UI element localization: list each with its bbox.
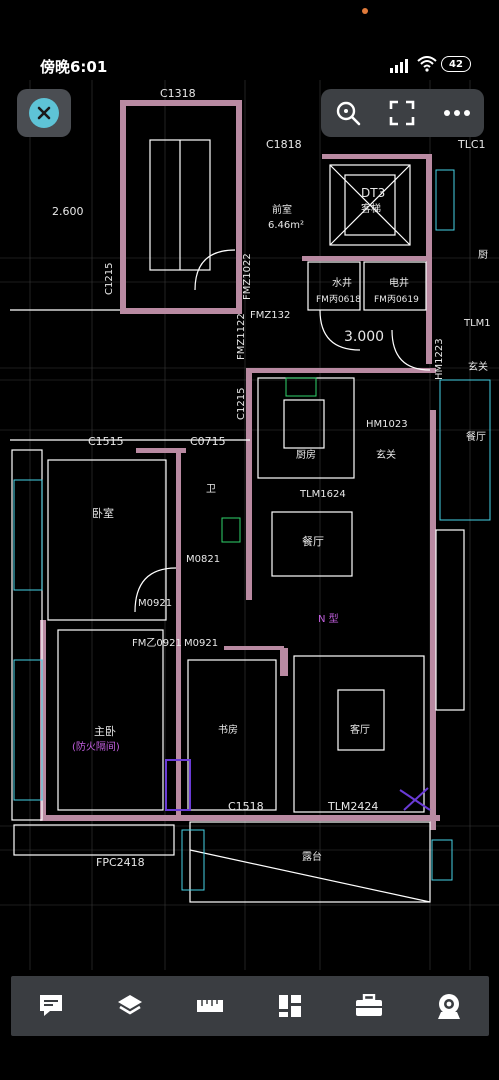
- label-entry: 玄关: [376, 448, 396, 461]
- label-h3000: 3.000: [344, 329, 384, 345]
- label-living: 客厅: [350, 723, 370, 736]
- view-3d-button[interactable]: [426, 983, 472, 1029]
- label-fire-room: (防火隔间): [72, 740, 120, 753]
- wifi-icon: [417, 56, 437, 76]
- close-icon: [29, 98, 59, 128]
- comment-icon: [39, 995, 62, 1016]
- label-entry-right: 玄关: [468, 360, 488, 373]
- label-fm0921: FM乙0921: [132, 637, 182, 649]
- label-dining: 餐厅: [302, 534, 324, 548]
- layout-button[interactable]: [267, 983, 313, 1029]
- label-lobby: 前室: [272, 203, 292, 216]
- label-water-well: 水井: [332, 276, 352, 289]
- label-wc: 卫: [206, 484, 216, 495]
- layers-button[interactable]: [107, 983, 153, 1029]
- status-bar: 傍晚6:01 42: [0, 0, 499, 80]
- more-icon: [443, 110, 470, 116]
- label-hm1223: HM1223: [434, 338, 445, 380]
- status-time: 傍晚6:01: [40, 58, 108, 76]
- blue-marks: [165, 759, 431, 811]
- label-lobby-area: 6.46m²: [268, 220, 304, 231]
- label-fmz1022: FMZ1022: [242, 253, 253, 300]
- measure-button[interactable]: [187, 983, 233, 1029]
- label-m0921b: M0921: [184, 638, 218, 649]
- label-c1518: C1518: [228, 800, 264, 813]
- label-fmz1122: FMZ1122: [236, 313, 247, 360]
- label-bedroom: 卧室: [92, 506, 114, 520]
- bottom-toolbar: [11, 976, 489, 1036]
- label-c1818: C1818: [266, 138, 302, 151]
- cyan-details: [13, 169, 491, 891]
- layout-grid-icon: [278, 995, 301, 1017]
- signal-icon: [390, 58, 410, 77]
- label-h2600: 2.600: [52, 205, 84, 218]
- label-fpc2418: FPC2418: [96, 856, 145, 869]
- walls: [40, 100, 440, 830]
- label-elec-well: 电井: [389, 276, 409, 289]
- floor-plan-drawing[interactable]: C1318 C1818 TLC1 2.600 DT3 客梯 前室 6.46m² …: [0, 80, 499, 970]
- label-fm0619: FM丙0619: [374, 294, 419, 305]
- label-fmz132: FMZ132: [250, 310, 290, 321]
- label-kitchen-right: 厨: [478, 249, 488, 261]
- label-c1318: C1318: [160, 87, 196, 100]
- fullscreen-button[interactable]: [382, 93, 422, 133]
- label-c0715: C0715: [190, 435, 226, 448]
- notification-dot: [362, 8, 368, 14]
- label-dining-right: 餐厅: [466, 430, 486, 443]
- fullscreen-icon: [390, 100, 415, 126]
- label-tlm1624: TLM1624: [299, 489, 346, 500]
- ruler-icon: [197, 1000, 224, 1012]
- label-hm1023: HM1023: [366, 419, 408, 430]
- label-study: 书房: [218, 723, 238, 736]
- plan-lines: [10, 139, 465, 903]
- close-button[interactable]: [17, 89, 71, 137]
- label-tlc1: TLC1: [457, 138, 486, 151]
- label-m0821: M0821: [186, 554, 220, 565]
- label-fm0618: FM丙0618: [316, 294, 361, 305]
- label-balcony: 露台: [302, 850, 322, 863]
- label-tlm2424: TLM2424: [327, 800, 378, 813]
- label-elevator: 客梯: [361, 202, 381, 215]
- camera-robot-icon: [438, 994, 461, 1019]
- top-toolbar: [321, 89, 484, 137]
- label-dt3: DT3: [361, 186, 385, 200]
- plan-labels: C1318 C1818 TLC1 2.600 DT3 客梯 前室 6.46m² …: [52, 87, 491, 869]
- label-m0921a: M0921: [138, 598, 172, 609]
- toolbox-button[interactable]: [346, 983, 392, 1029]
- label-c1215a: C1215: [104, 263, 115, 295]
- label-master: 主卧: [94, 725, 116, 738]
- label-tlm1: TLM1: [463, 318, 491, 329]
- briefcase-icon: [356, 994, 383, 1016]
- more-button[interactable]: [437, 93, 477, 133]
- zoom-search-icon: [336, 101, 361, 126]
- furniture-green: [221, 377, 317, 543]
- label-type: N 型: [318, 612, 339, 625]
- label-kitchen: 厨房: [296, 448, 316, 461]
- comment-button[interactable]: [28, 983, 74, 1029]
- label-c1515: C1515: [88, 435, 124, 448]
- label-c1215b: C1215: [236, 388, 247, 420]
- zoom-search-button[interactable]: [328, 93, 368, 133]
- battery-indicator: 42: [441, 56, 471, 72]
- layers-icon: [118, 995, 143, 1015]
